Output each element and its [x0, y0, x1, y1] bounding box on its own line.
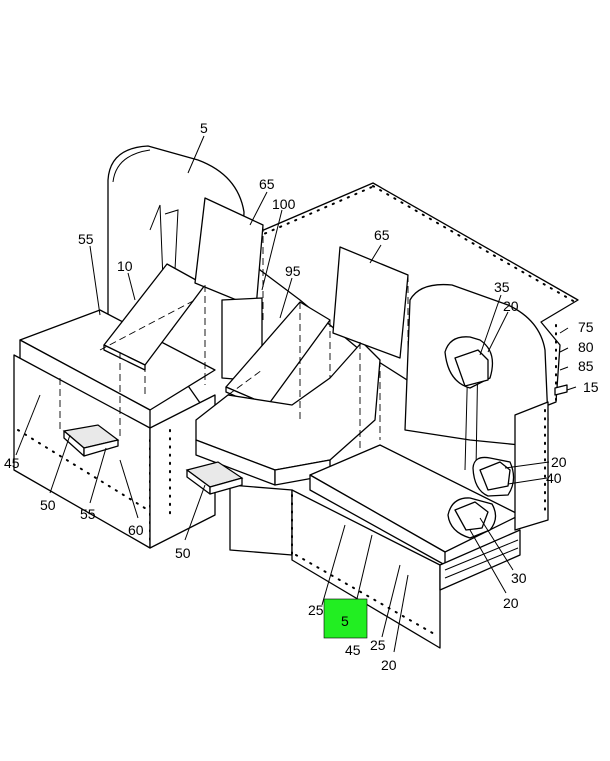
callout-20-a: 20: [503, 298, 519, 314]
highlight-label: 5: [341, 613, 349, 629]
callout-80: 80: [578, 339, 594, 355]
callout-55-b: 55: [80, 506, 96, 522]
callout-25-b: 25: [370, 637, 386, 653]
callout-20-b: 20: [551, 454, 567, 470]
highlight-rect[interactable]: [323, 598, 368, 639]
callout-labels: 5 65 100 55 10 95 65 35 20 75 80 85 15 2…: [4, 120, 599, 673]
callout-75: 75: [578, 319, 594, 335]
callout-65-a: 65: [259, 176, 275, 192]
center-console-base: [229, 484, 293, 556]
callout-50-b: 50: [175, 545, 191, 561]
callout-40: 40: [546, 470, 562, 486]
side-plate: [554, 384, 568, 396]
callout-5-top: 5: [200, 120, 208, 136]
right-side-wall: [514, 401, 549, 531]
panel-rivets: [372, 185, 576, 303]
callout-95: 95: [285, 263, 301, 279]
callout-45-b: 45: [345, 642, 361, 658]
callout-55-a: 55: [78, 231, 94, 247]
alignment-lines: [59, 225, 409, 450]
callout-60: 60: [128, 522, 144, 538]
callout-25-a: 25: [308, 602, 324, 618]
callout-85: 85: [578, 358, 594, 374]
callout-100: 100: [272, 196, 296, 212]
callout-10: 10: [117, 258, 133, 274]
callout-15: 15: [583, 379, 599, 395]
callout-20-d: 20: [503, 595, 519, 611]
right-back-pad: [332, 246, 409, 359]
callout-20-c: 20: [381, 657, 397, 673]
callout-50-a: 50: [40, 497, 56, 513]
highlight-box[interactable]: 5: [323, 598, 368, 639]
callout-35: 35: [494, 279, 510, 295]
callout-65-b: 65: [374, 227, 390, 243]
callout-45-a: 45: [4, 455, 20, 471]
callout-30: 30: [511, 570, 527, 586]
